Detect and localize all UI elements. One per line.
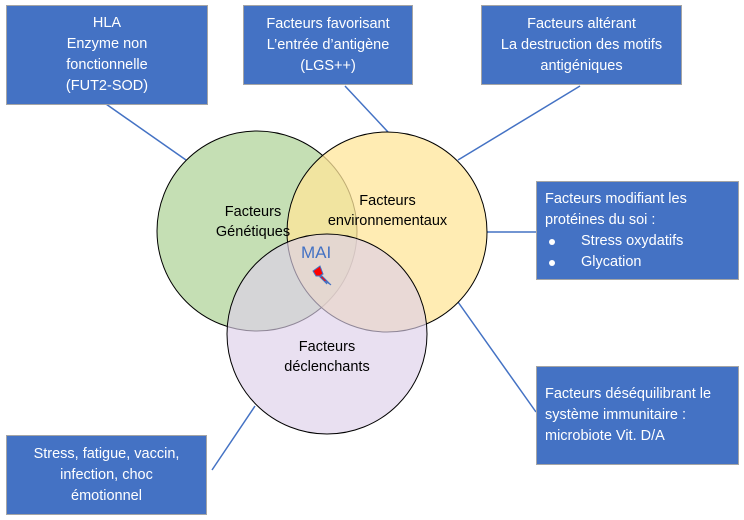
label-environment-line-2: environnementaux	[327, 213, 448, 229]
box-antigen-destruction-line-3: antigéniques	[540, 57, 623, 74]
bullet-icon	[549, 238, 555, 245]
box-triggers-info-line-1: Stress, fatigue, vaccin,	[33, 445, 180, 462]
box-antigen-destruction-line-1: Facteurs altérant	[527, 15, 636, 32]
box-antigen-destruction-line-2: La destruction des motifs	[500, 36, 663, 53]
connector-genetic-info	[105, 103, 187, 161]
box-self-proteins-title-1: Facteurs modifiant les	[545, 191, 687, 207]
box-genetic-info-line-4: (FUT2-SOD)	[65, 78, 149, 94]
box-self-proteins-title-2: protéines du soi :	[545, 212, 656, 228]
label-environment-line-1: Facteurs	[359, 193, 416, 209]
label-environment: Facteurs environnementaux	[315, 191, 460, 231]
box-triggers-info-line-2: infection, choc	[60, 466, 153, 483]
lightning-icon	[312, 265, 332, 286]
box-antigen-entry-line-1: Facteurs favorisant	[266, 15, 390, 32]
box-genetic-info-line-2: Enzyme non	[66, 36, 148, 52]
label-trigger: Facteurs déclenchants	[270, 337, 384, 377]
box-immune-imbalance-line-1: Facteurs déséquilibrant le	[545, 386, 712, 402]
box-antigen-entry-line-3: (LGS++)	[300, 57, 356, 74]
connector-antigen-destruction	[457, 85, 581, 161]
bullet-item: Glycation	[545, 252, 738, 273]
label-genetic: Facteurs Génétiques	[205, 202, 301, 242]
bullet-text: Glycation	[581, 254, 642, 270]
box-immune-imbalance-line-3: microbiote Vit. D/A	[545, 428, 665, 444]
label-trigger-line-2: déclenchants	[284, 359, 370, 375]
box-genetic-info: HLA Enzyme non fonctionnelle (FUT2-SOD)	[6, 5, 208, 105]
box-antigen-entry-line-2: L’entrée d’antigène	[266, 36, 390, 53]
connector-triggers-info	[211, 405, 256, 471]
box-antigen-destruction: Facteurs altérant La destruction des mot…	[481, 5, 682, 85]
bullet-text: Stress oxydatifs	[581, 233, 684, 249]
label-genetic-line-2: Génétiques	[215, 224, 291, 240]
label-trigger-line-1: Facteurs	[298, 339, 356, 355]
box-immune-imbalance-line-2: système immunitaire :	[545, 407, 687, 423]
box-self-proteins: Facteurs modifiant les protéines du soi …	[536, 181, 739, 280]
bullet-item: Stress oxydatifs	[545, 231, 738, 252]
connector-immune-imbalance	[457, 301, 537, 413]
label-genetic-line-1: Facteurs	[224, 204, 282, 220]
bullet-icon	[549, 259, 555, 266]
box-genetic-info-line-3: fonctionnelle	[66, 57, 148, 73]
circle-trigger	[226, 233, 428, 435]
box-genetic-info-line-1: HLA	[92, 15, 122, 31]
box-antigen-entry: Facteurs favorisant L’entrée d’antigène …	[243, 5, 413, 85]
box-triggers-info-line-3: émotionnel	[71, 487, 142, 504]
mai-label: MAI	[301, 243, 332, 262]
connector-antigen-entry	[344, 85, 389, 133]
box-immune-imbalance: Facteurs déséquilibrant le système immun…	[536, 366, 739, 465]
box-triggers-info: Stress, fatigue, vaccin, infection, choc…	[6, 435, 207, 515]
